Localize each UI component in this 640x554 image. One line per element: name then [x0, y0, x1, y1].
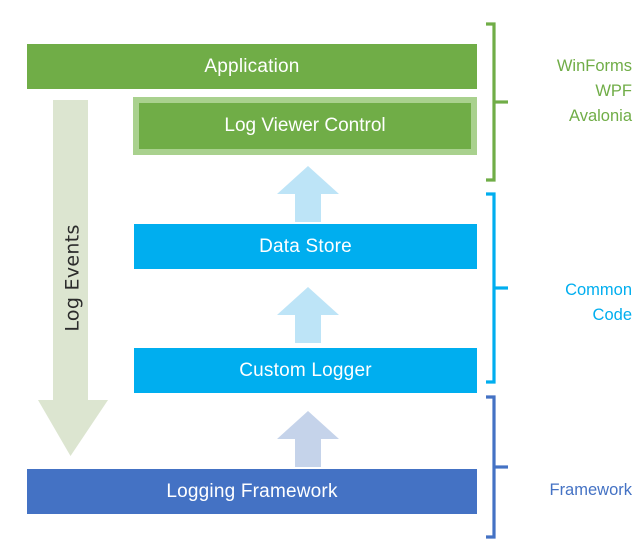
up-arrow-icon-custom-logger-to-data-store [277, 287, 339, 343]
layer-box-log-viewer-control-frame: Log Viewer Control [133, 97, 477, 155]
group-label-ui-frameworks: WinForms WPF Avalonia [556, 57, 632, 125]
layer-box-logging-framework: Logging Framework [27, 469, 477, 514]
bracket-icon-ui-frameworks [485, 22, 509, 182]
up-arrow-icon-logging-framework-to-custom-logger [277, 411, 339, 467]
bracket-icon-framework [485, 395, 509, 539]
layer-box-data-store: Data Store [134, 224, 477, 269]
bracket-icon-common-code [485, 192, 509, 384]
group-label-framework: Framework [549, 481, 632, 499]
layer-label-data-store: Data Store [259, 235, 352, 257]
layer-label-custom-logger: Custom Logger [239, 359, 372, 381]
layer-label-application: Application [204, 55, 300, 77]
layer-box-application: Application [27, 44, 477, 89]
down-arrow-icon-log-events [38, 100, 108, 456]
layer-label-log-viewer-control: Log Viewer Control [224, 115, 386, 136]
layer-box-log-viewer-control: Log Viewer Control [139, 103, 471, 149]
up-arrow-icon-data-store-to-log-viewer [277, 166, 339, 222]
group-label-common-code: Common Code [565, 281, 632, 324]
layer-box-custom-logger: Custom Logger [134, 348, 477, 393]
layer-label-logging-framework: Logging Framework [166, 480, 338, 502]
